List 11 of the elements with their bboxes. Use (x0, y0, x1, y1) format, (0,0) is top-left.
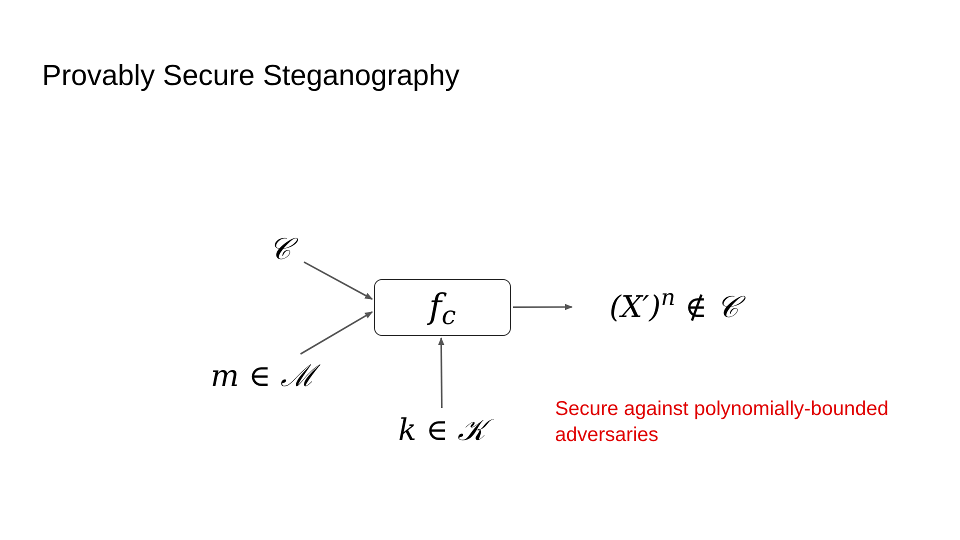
arrow (300, 311, 373, 355)
slide-title: Provably Secure Steganography (42, 59, 460, 94)
arrow (438, 337, 444, 408)
arrow (513, 304, 573, 310)
math-expression: (X′)$^{n}$ ∉ 𝒞 (574, 280, 774, 334)
math-expression: k ∈ 𝒦 (390, 410, 494, 450)
math-expression: 𝒞 (258, 226, 302, 272)
arrow (304, 261, 373, 300)
math-expression: m ∈ ℳ (196, 356, 330, 396)
function-box: f$_{c}$ (374, 279, 511, 336)
note-text: Secure against polynomially-bounded adversaries (555, 397, 890, 448)
